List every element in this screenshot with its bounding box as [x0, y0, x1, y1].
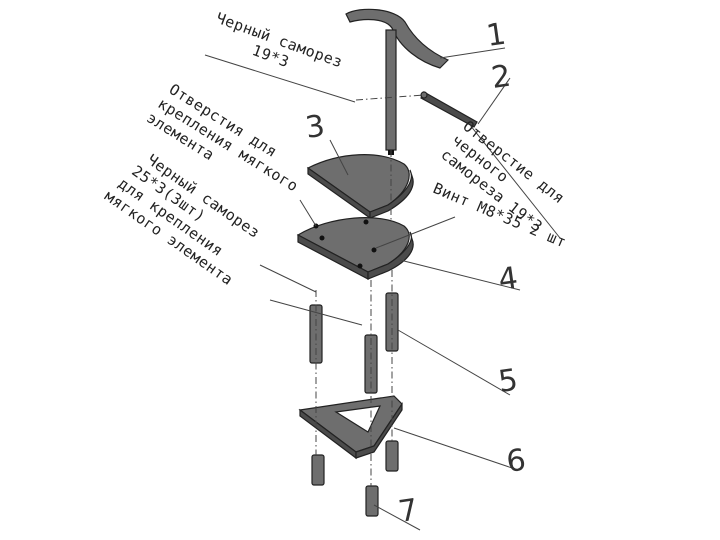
part-number-6: 6: [504, 443, 528, 480]
part-2-pin: [420, 91, 478, 128]
leader-lines: [204, 47, 561, 531]
part-4-seat-plate: [296, 217, 414, 280]
part-number-3: 3: [303, 109, 327, 146]
assembly-axes: [315, 94, 425, 486]
label-screw-19x3: Черный саморез 19*3: [214, 9, 346, 72]
part-number-7: 7: [396, 493, 420, 530]
part-5-legs: [309, 292, 399, 394]
part-6-base-frame: [298, 395, 403, 460]
part-number-4: 4: [496, 261, 520, 298]
part-1-hanger-top: [345, 8, 450, 69]
part-number-1: 1: [484, 17, 508, 54]
part-numbers: 1 2 3 4 5 6 7: [303, 17, 528, 530]
part-number-5: 5: [496, 363, 520, 400]
part-3-seat-top: [306, 154, 414, 220]
part-7-feet: [311, 440, 399, 517]
part-number-2: 2: [489, 59, 513, 96]
central-post: [385, 29, 397, 155]
